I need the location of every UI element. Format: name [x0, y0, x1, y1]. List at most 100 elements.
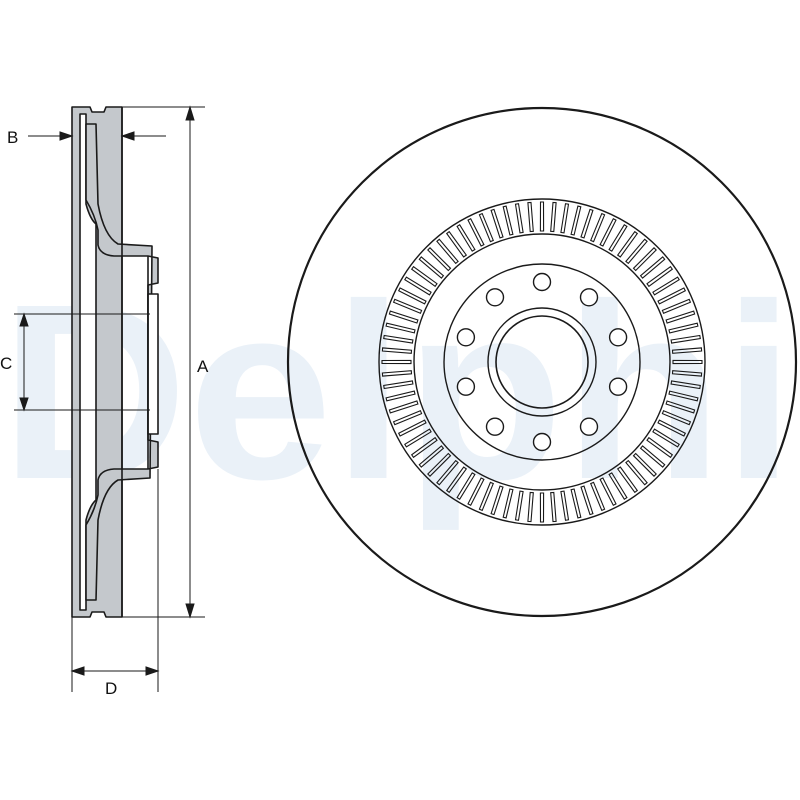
vent-slot [632, 247, 657, 272]
vent-slot [639, 445, 666, 468]
vent-slot [410, 265, 438, 288]
stud-hole [579, 288, 599, 307]
dimension-b-label: B [7, 128, 18, 147]
vent-slot [668, 322, 699, 334]
vent-slot [385, 322, 416, 334]
vent-slot [668, 390, 699, 402]
vent-slot [670, 334, 701, 344]
vent-slot [410, 436, 438, 459]
disc-outer-edge [286, 106, 798, 618]
vent-slot [514, 490, 524, 521]
vent-gap [79, 113, 97, 611]
vent-slot [478, 212, 495, 243]
vent-slot [467, 477, 485, 507]
stud-hole [456, 377, 476, 396]
vent-slot [646, 436, 674, 459]
vent-slot [467, 217, 485, 247]
vent-slot [580, 208, 594, 239]
hub-outer-edge [443, 263, 641, 461]
vent-slot [392, 298, 423, 315]
dimension-c-label: C [0, 354, 12, 373]
vent-slot [456, 472, 476, 500]
stud-hole [485, 417, 505, 436]
vent-slot [388, 400, 419, 414]
stud-hole [532, 432, 552, 452]
vent-slot [661, 409, 692, 426]
vent-slot [671, 370, 703, 377]
vent-slot [381, 347, 413, 354]
vent-slot [445, 230, 468, 258]
vent-slot [608, 472, 628, 500]
vent-slot [388, 310, 419, 324]
vent-slot [665, 400, 696, 414]
vent-slot [657, 419, 687, 437]
vent-slot [397, 419, 427, 437]
vent-slot [550, 201, 557, 233]
center-bore [495, 315, 589, 409]
vent-slot [502, 488, 514, 519]
vent-slot [539, 201, 545, 232]
vent-ring-outer [378, 198, 706, 526]
vent-slot [502, 205, 514, 236]
vent-slot [625, 459, 648, 486]
vent-slot [570, 488, 582, 519]
vent-slot [570, 205, 582, 236]
stud-hole [608, 377, 628, 396]
vent-slot [625, 238, 648, 265]
vent-slot [539, 492, 545, 523]
stud-holes [456, 272, 628, 452]
vent-slot [652, 428, 680, 448]
front-view [286, 106, 798, 618]
vent-slot [436, 459, 459, 486]
vent-slot [665, 310, 696, 324]
vent-slot [632, 452, 657, 477]
vent-slot [490, 485, 504, 516]
vent-slot [392, 409, 423, 426]
vent-slot [599, 217, 617, 247]
vent-slots [381, 201, 703, 523]
stud-hole [456, 328, 476, 347]
dimension-a-arrow-top [185, 105, 195, 121]
vent-ring-inner [413, 233, 671, 491]
dimension-lines [14, 105, 205, 692]
stud-hole [485, 288, 505, 307]
vent-slot [661, 298, 692, 315]
vent-slot [418, 256, 445, 279]
vent-slot [672, 359, 703, 365]
vent-slot [616, 466, 639, 494]
center-bore-outer [487, 307, 597, 417]
vent-slot [639, 256, 666, 279]
stud-hole [608, 328, 628, 347]
hub-section [85, 123, 159, 601]
vent-slot [580, 485, 594, 516]
vent-slot [385, 390, 416, 402]
vent-slot [397, 287, 427, 305]
stud-hole [532, 272, 552, 292]
vent-slot [456, 224, 476, 252]
vent-slot [381, 370, 413, 377]
vent-slot [383, 380, 414, 390]
vent-slot [670, 380, 701, 390]
vent-slot [608, 224, 628, 252]
vent-slot [589, 481, 606, 512]
dimension-d-label: D [105, 679, 117, 698]
vent-slot [657, 287, 687, 305]
dimension-a-arrow-bottom [185, 603, 195, 619]
vent-slot [652, 276, 680, 296]
vent-slot [527, 201, 534, 233]
vent-slot [404, 276, 432, 296]
vent-slot [671, 347, 703, 354]
vent-slot [560, 203, 570, 234]
vent-slot [527, 491, 534, 523]
vent-slot [550, 491, 557, 523]
vent-slot [599, 477, 617, 507]
vent-slot [560, 490, 570, 521]
vent-slot [418, 445, 445, 468]
vent-slot [427, 452, 452, 477]
vent-slot [514, 203, 524, 234]
vent-slot [616, 230, 639, 258]
vent-slot [404, 428, 432, 448]
vent-slot [427, 247, 452, 272]
stud-hole [579, 417, 599, 436]
